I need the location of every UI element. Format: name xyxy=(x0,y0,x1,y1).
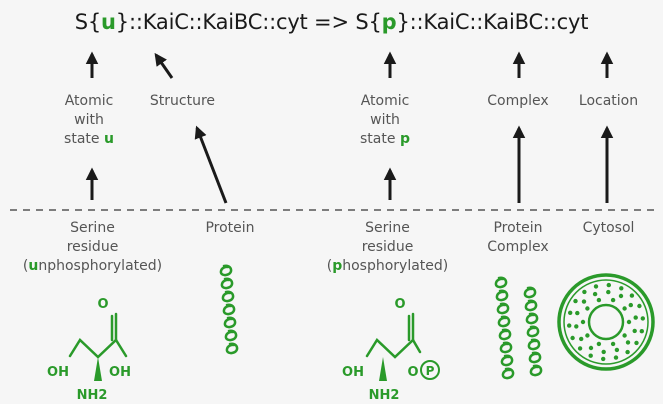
cytosol-dot xyxy=(601,349,606,355)
cytosol-dot xyxy=(592,291,598,297)
cytosol-dot xyxy=(581,299,587,304)
cytosol-dot xyxy=(568,310,573,315)
label-atomic-u: Atomic with state u xyxy=(64,93,114,147)
label-structure: Structure xyxy=(149,93,216,109)
serine-u-molecule xyxy=(68,312,128,381)
left-state: u xyxy=(101,10,116,34)
protein-complex-icon xyxy=(494,276,543,380)
cytosol-dot xyxy=(637,303,642,309)
arrow-icon xyxy=(194,125,228,204)
cytosol-dot xyxy=(622,306,627,311)
cytosol-dot xyxy=(588,353,593,358)
cytosol-dot xyxy=(625,340,631,345)
cytosol-dot xyxy=(610,341,616,347)
rule-formula: S{u}::KaiC::KaiBC::cyt => S{p}::KaiC::Ka… xyxy=(74,10,589,34)
hydroxyl-label: OH xyxy=(342,365,364,380)
cytosol-dot xyxy=(585,333,590,338)
cytosol-dot xyxy=(596,341,602,347)
cytosol-dot xyxy=(622,333,627,338)
serine-p-molecule xyxy=(365,312,440,381)
cytosol-dot xyxy=(588,345,594,351)
cytosol-dot xyxy=(619,286,624,291)
label-serine-u: Serine residue (unphosphorylated) xyxy=(22,220,163,274)
cytosol-dot xyxy=(579,336,584,342)
cytosol-dot xyxy=(614,347,620,353)
cytosol-icon xyxy=(557,273,655,371)
cytosol-dot xyxy=(639,329,644,334)
oxygen-label: O xyxy=(97,297,108,312)
cytosol-dot xyxy=(585,306,590,311)
label-protein: Protein xyxy=(205,220,255,236)
cytosol-dot xyxy=(573,298,578,304)
cytosol-dot xyxy=(582,289,587,295)
cytosol-dot xyxy=(634,340,639,346)
label-atomic-p: Atomic with state p xyxy=(360,93,410,147)
cytosol-dot xyxy=(632,328,637,334)
oxygen-label: O xyxy=(394,297,405,312)
cytosol-dot xyxy=(618,293,624,299)
cytosol-dot xyxy=(633,315,638,320)
label-cytosol: Cytosol xyxy=(582,220,635,236)
label-complex: Complex xyxy=(487,93,549,109)
cytosol-dot xyxy=(628,302,633,308)
amine-label: NH2 xyxy=(369,388,400,403)
label-serine-p: Serine residue (phosphorylated) xyxy=(326,220,449,274)
label-location: Location xyxy=(578,93,639,109)
cytosol-dot xyxy=(606,289,611,295)
cytosol-dot xyxy=(567,323,572,328)
hydroxyl-label: OH xyxy=(109,365,131,380)
cytosol-dot xyxy=(613,355,619,360)
cytosol-dot xyxy=(580,319,586,325)
arrow-icon xyxy=(154,52,174,79)
amine-label: NH2 xyxy=(77,388,108,403)
cytosol-dot xyxy=(575,310,580,316)
cytosol-dot xyxy=(629,293,635,298)
hydroxyl-label: OH xyxy=(47,365,69,380)
phosphate-label: P xyxy=(426,364,435,378)
cytosol-dot xyxy=(610,297,616,303)
protein-helix-icon xyxy=(219,264,239,355)
cytosol-dot xyxy=(606,282,611,288)
cytosol-dot xyxy=(596,297,602,303)
cytosol-dot xyxy=(625,349,630,355)
cytosol-dot xyxy=(593,284,599,289)
cytosol-dot xyxy=(640,316,645,321)
cytosol-dot xyxy=(601,356,606,362)
label-protein-complex: Protein Complex xyxy=(487,220,549,255)
cytosol-dot xyxy=(574,324,579,329)
cytosol-dot xyxy=(570,335,575,341)
cytosol-dot xyxy=(626,319,632,325)
right-state: p xyxy=(381,10,397,34)
oxygen-label: O xyxy=(407,365,418,380)
cytosol-dot xyxy=(577,346,583,351)
